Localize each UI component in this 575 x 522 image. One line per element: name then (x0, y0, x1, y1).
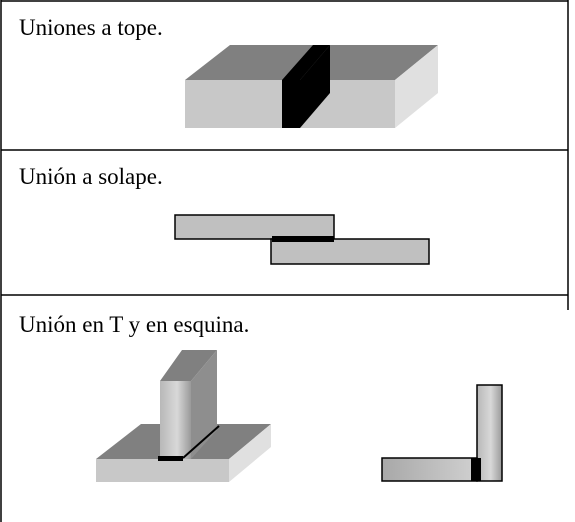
lap-plate-upper (174, 214, 335, 240)
corner-joint-illustration (381, 384, 503, 482)
t-base-right-face (229, 424, 271, 482)
t-weld-base (158, 456, 183, 461)
butt-weld-front (282, 80, 300, 128)
t-stem-front-face (160, 381, 191, 459)
butt-joint-label: Uniones a tope. (19, 15, 163, 40)
lap-joint-illustration (174, 214, 430, 265)
butt-plate-right-face (395, 45, 438, 128)
t-stem-side-face (191, 350, 217, 459)
t-stem-top-face (160, 350, 217, 381)
butt-joint-illustration (185, 45, 438, 128)
corner-plate-vertical (476, 384, 503, 482)
t-weld-seam (182, 425, 220, 459)
lap-weld (272, 236, 334, 242)
corner-plate-horizontal (381, 457, 478, 482)
t-base-front-face (96, 459, 229, 482)
corner-weld (471, 458, 481, 481)
lap-plate-lower (270, 238, 430, 265)
t-joint-illustration (96, 350, 271, 482)
butt-weld-top (282, 45, 330, 80)
lap-joint-label: Unión a solape. (19, 164, 163, 189)
butt-weld-side (300, 45, 330, 128)
t-corner-joint-label: Unión en T y en esquina. (19, 312, 250, 337)
